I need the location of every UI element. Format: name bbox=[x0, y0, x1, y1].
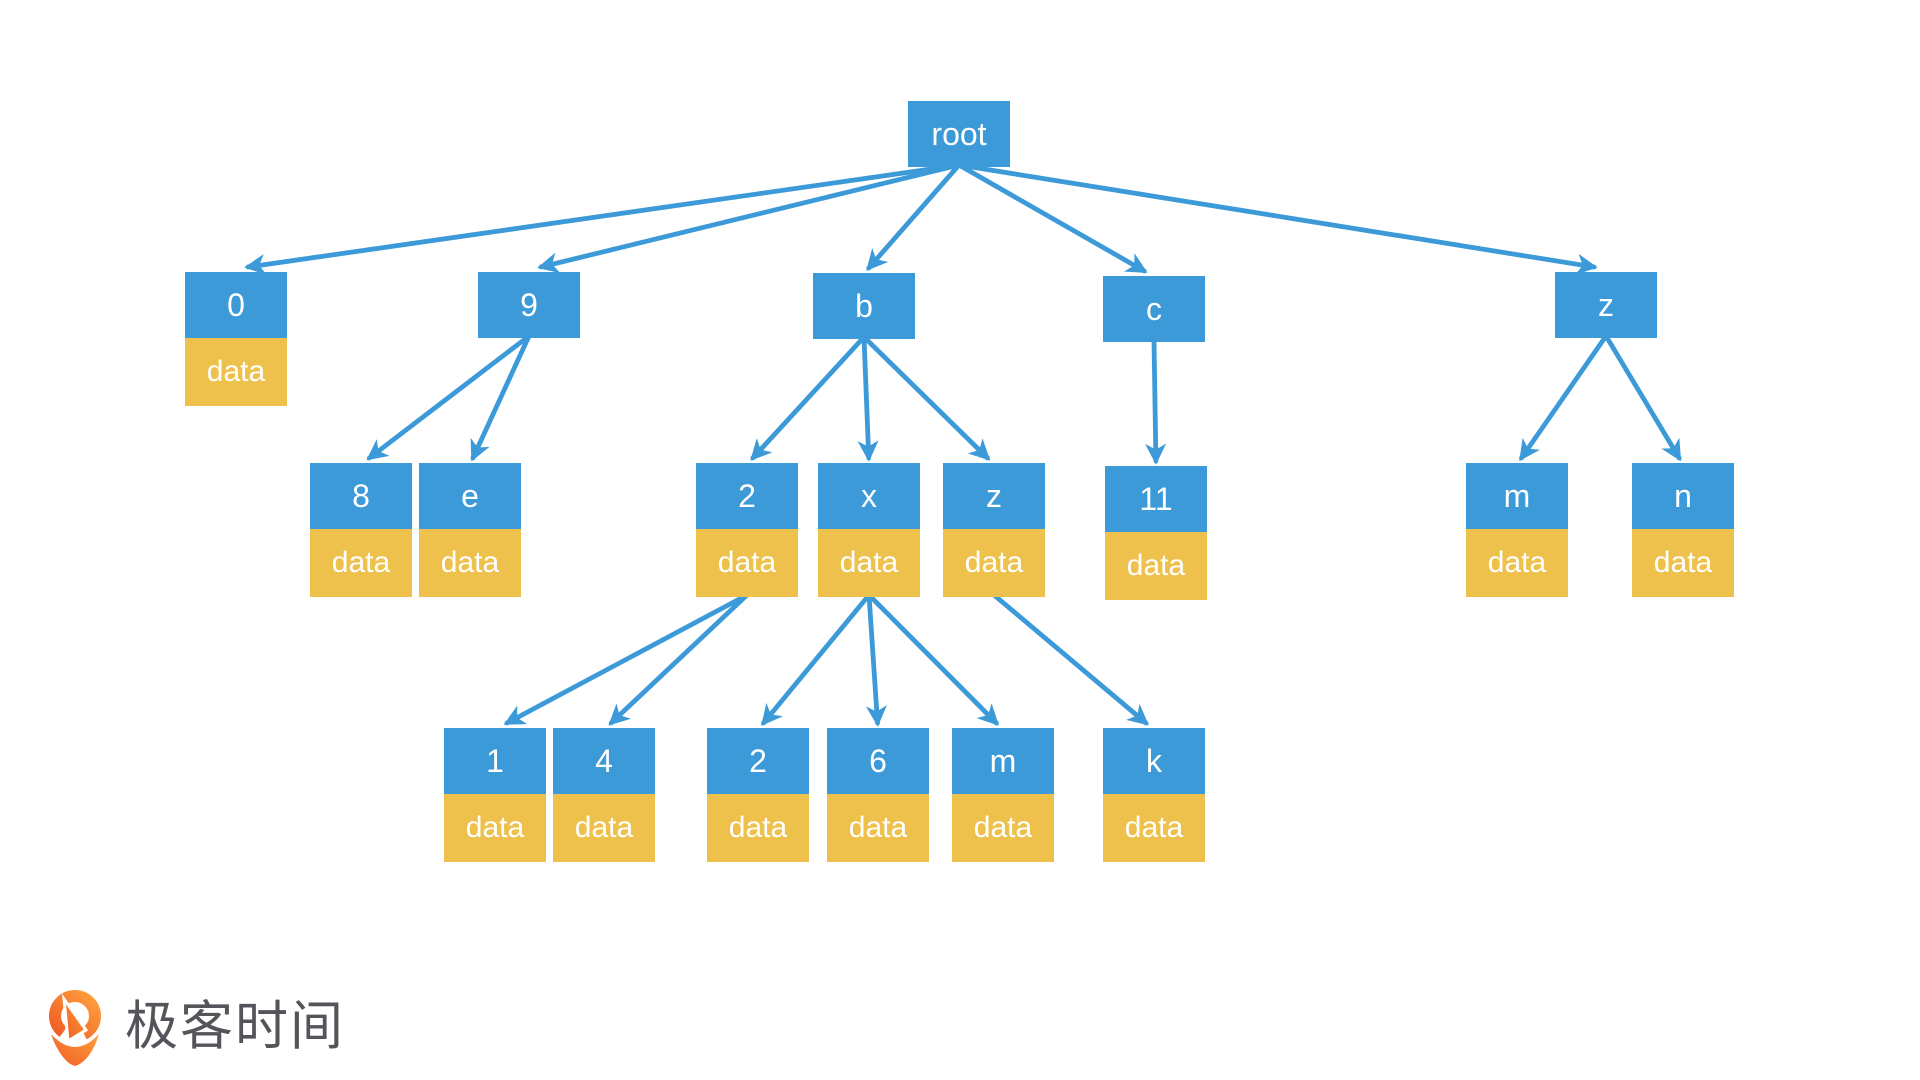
node-key-label: z bbox=[943, 463, 1045, 529]
node-data-label: data bbox=[1466, 529, 1568, 597]
node-data-label: data bbox=[1105, 532, 1207, 600]
node-data-label: data bbox=[1632, 529, 1734, 597]
node-key-label: e bbox=[419, 463, 521, 529]
node-data-label: data bbox=[952, 794, 1054, 862]
node-key-label: b bbox=[813, 273, 915, 339]
node-key-label: 6 bbox=[827, 728, 929, 794]
tree-edge-l2-2-l3-1 bbox=[503, 592, 750, 726]
node-data-label: data bbox=[553, 794, 655, 862]
node-key-label: 0 bbox=[185, 272, 287, 338]
node-key-label: n bbox=[1632, 463, 1734, 529]
tree-edge-l2-z-l3-k bbox=[991, 592, 1149, 726]
tree-edge-l2-x-l3-2 bbox=[761, 592, 872, 726]
tree-edge-root-l1-0 bbox=[244, 162, 962, 275]
tree-edge-l1-b-l2-2 bbox=[750, 334, 867, 461]
node-key-label: root bbox=[908, 101, 1010, 167]
node-data-label: data bbox=[696, 529, 798, 597]
tree-edge-l1-b-l2-z bbox=[861, 334, 991, 461]
tree-edge-l1-z-l2-m bbox=[1519, 333, 1609, 462]
node-data-label: data bbox=[818, 529, 920, 597]
node-key-label: 2 bbox=[696, 463, 798, 529]
tree-edge-l1-c-l2-11 bbox=[1145, 337, 1167, 465]
tree-node-l1-9: 9 bbox=[478, 272, 580, 338]
node-data-label: data bbox=[707, 794, 809, 862]
tree-edge-l1-z-l2-n bbox=[1603, 333, 1682, 462]
tree-node-l1-c: c bbox=[1103, 276, 1205, 342]
tree-edge-root-l1-9 bbox=[537, 162, 962, 274]
node-key-label: 4 bbox=[553, 728, 655, 794]
tree-edge-root-l1-b bbox=[866, 162, 962, 271]
tree-edge-l1-b-l2-x bbox=[857, 334, 879, 462]
node-data-label: data bbox=[827, 794, 929, 862]
tree-node-l1-z: z bbox=[1555, 272, 1657, 338]
node-key-label: c bbox=[1103, 276, 1205, 342]
node-data-label: data bbox=[185, 338, 287, 406]
node-key-label: x bbox=[818, 463, 920, 529]
node-data-label: data bbox=[1103, 794, 1205, 862]
node-key-label: k bbox=[1103, 728, 1205, 794]
geektime-logo-icon bbox=[49, 990, 101, 1066]
node-key-label: m bbox=[952, 728, 1054, 794]
tree-edge-l1-9-l2-e bbox=[470, 333, 532, 462]
tree-edge-l2-x-l3-m bbox=[866, 592, 999, 726]
tree-edge-root-l1-c bbox=[956, 162, 1148, 274]
node-data-label: data bbox=[419, 529, 521, 597]
node-data-label: data bbox=[310, 529, 412, 597]
node-data-label: data bbox=[943, 529, 1045, 597]
node-data-label: data bbox=[444, 794, 546, 862]
geektime-logo: 极客时间 bbox=[45, 984, 345, 1070]
tree-node-l1-b: b bbox=[813, 273, 915, 339]
geektime-logo-text: 极客时间 bbox=[125, 997, 345, 1056]
tree-node-root: root bbox=[908, 101, 1010, 167]
node-key-label: 9 bbox=[478, 272, 580, 338]
node-key-label: 11 bbox=[1105, 466, 1207, 532]
tree-edge-root-l1-z bbox=[956, 162, 1598, 275]
node-key-label: 8 bbox=[310, 463, 412, 529]
node-key-label: 2 bbox=[707, 728, 809, 794]
tree-edge-l1-9-l2-8 bbox=[366, 333, 532, 461]
tree-edge-l2-2-l3-4 bbox=[608, 592, 750, 726]
node-key-label: 1 bbox=[444, 728, 546, 794]
node-key-label: z bbox=[1555, 272, 1657, 338]
node-key-label: m bbox=[1466, 463, 1568, 529]
tree-edge-l2-x-l3-6 bbox=[865, 592, 887, 727]
